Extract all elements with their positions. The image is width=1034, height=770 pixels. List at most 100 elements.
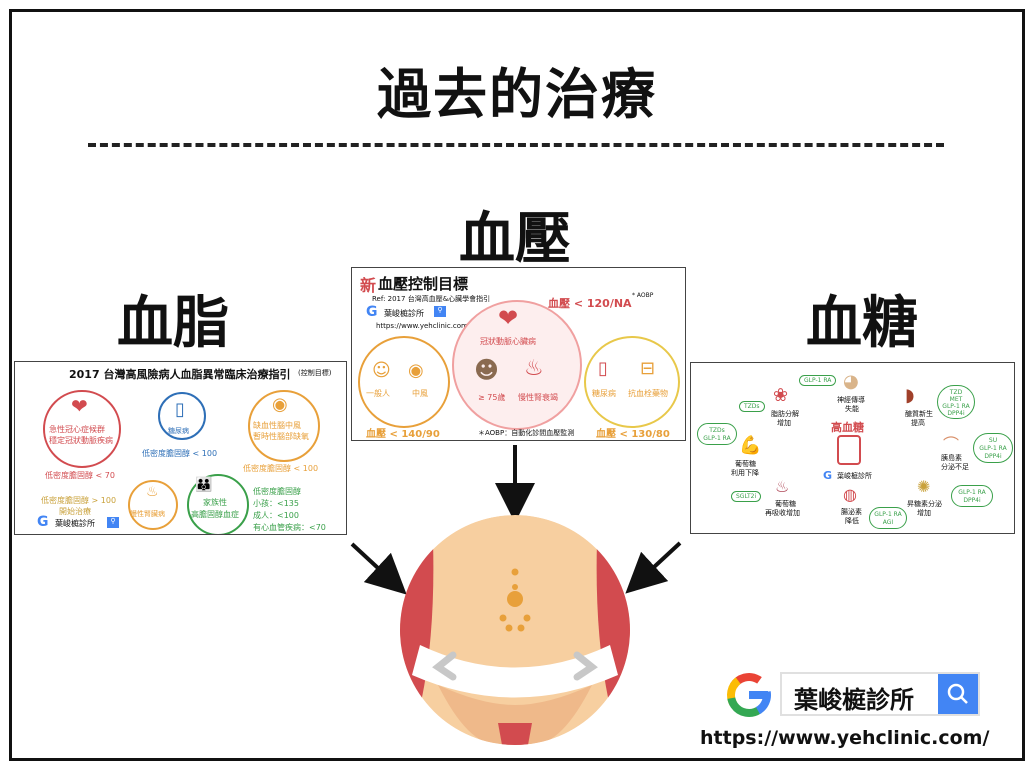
aobp-note: ＊AOBP：自動化診間血壓監測 (478, 429, 575, 437)
general-label: 一般人 (366, 389, 390, 398)
brain-head-icon: ◉ (272, 394, 288, 415)
treatment-start: 開始治療 (59, 507, 91, 516)
muscle-label-1: 葡萄糖 (735, 460, 756, 468)
pill-bottle-icon: ⊟ (640, 358, 656, 379)
liver-label-1: 醣質新生 (905, 410, 933, 418)
dm-label: 糖尿病 (168, 427, 189, 435)
kidney-label-2: 再吸收增加 (765, 509, 800, 517)
drug-tzd-fat: TZDs (739, 401, 765, 412)
anticoag-label: 抗血栓藥物 (628, 389, 668, 398)
elderly-icon: ☻ (474, 356, 500, 384)
google-logo-icon: G (37, 514, 49, 530)
broken-heart-icon: ❤ (71, 394, 88, 418)
gut-label-2: 降低 (845, 517, 859, 525)
stroke-goal: 低密度膽固醇 < 100 (243, 464, 319, 473)
google-logo-icon: G (366, 304, 378, 320)
drug-pancreas-group: SU GLP-1 RA DPP4i (973, 433, 1013, 463)
stroke-label: 中風 (412, 389, 428, 398)
stroke-circle (248, 390, 320, 462)
search-icon: ⚲ (434, 306, 446, 317)
drug-muscle-group: TZDs GLP-1 RA (697, 423, 737, 445)
dm-label: 糖尿病 (592, 389, 616, 398)
arrow-left-down-icon (625, 541, 682, 594)
hyperglycemia-label: 高血糖 (831, 421, 864, 434)
aobp-mark: * AOBP (632, 292, 654, 299)
gut-label-1: 腸泌素 (841, 508, 862, 516)
acs-circle (43, 390, 121, 468)
fh-label-2: 高膽固醇血症 (191, 510, 239, 519)
lipid-header: 2017 台灣高風險病人血脂異常臨床治療指引 (69, 368, 291, 381)
family-icon: 👪 (195, 477, 213, 493)
islet-icon: ✺ (917, 477, 931, 496)
bp-goal-left: 血壓 < 140/90 (366, 429, 440, 440)
drug-liver-2: GLP-1 RA (942, 403, 970, 410)
fat-cells-icon: ❀ (773, 385, 789, 406)
drug-liver-0: TZD (949, 389, 963, 396)
bp-ref: Ref: 2017 台灣高血壓&心臟學會指引 (372, 295, 491, 303)
clinic-search-box[interactable]: 葉峻榳診所 (780, 672, 980, 716)
treatment-threshold: 低密度膽固醇 > 100 (41, 496, 117, 505)
glucometer-icon: ▯ (175, 399, 185, 420)
title-divider (88, 143, 944, 147)
drug-muscle-0: TZDs (709, 427, 725, 434)
brain-label-1: 神經傳導 (837, 396, 865, 404)
search-icon: ⚲ (107, 517, 119, 528)
cad-circle (452, 300, 582, 430)
muscle-label-2: 利用下降 (731, 469, 759, 477)
slide-frame (9, 9, 1025, 761)
google-logo-icon: G (823, 469, 833, 482)
general-circle (358, 336, 450, 428)
section-bp-title: 血壓 (459, 207, 571, 272)
drug-gut-1: AGI (882, 519, 894, 526)
cad-label: 冠狀動脈心臟病 (480, 337, 536, 346)
drug-gut-0: GLP-1 RA (874, 511, 902, 518)
drug-gut-group: GLP-1 RA AGI (869, 507, 907, 529)
sugar-clinic-name: 葉峻榳診所 (837, 472, 872, 480)
liver-icon: ◗ (905, 385, 915, 406)
drug-liver-1: MET (949, 396, 963, 403)
drug-muscle-1: GLP-1 RA (703, 435, 731, 442)
drug-pancreas-0: SU (988, 437, 998, 444)
fh-goal-adult: 成人：<100 (253, 511, 299, 520)
gut-icon: ◍ (843, 485, 857, 504)
ckd-label: 慢性腎臟病 (130, 510, 165, 518)
kidney-icon: ♨ (146, 484, 159, 500)
drug-glucagon-1: DPP4i (963, 497, 981, 504)
bp-title: 血壓控制目標 (378, 275, 469, 293)
muscle-icon: 💪 (739, 435, 762, 456)
sugar-octet-panel: 高血糖 G 葉峻榳診所 GLP-1 RA ◕ 神經傳導 失能 TZDs ❀ 脂肪… (690, 362, 1015, 534)
fat-label-2: 增加 (777, 419, 791, 427)
search-button[interactable] (938, 674, 978, 714)
dm-goal: 低密度膽固醇 < 100 (142, 449, 218, 458)
drug-glucagon-group: GLP-1 RA DPP4i (951, 485, 993, 507)
pancreas-label-2: 分泌不足 (941, 463, 969, 471)
section-sugar-title: 血糖 (806, 291, 918, 356)
people-icon: ☺ (372, 360, 391, 381)
google-logo-icon (727, 673, 771, 717)
bp-goal-panel: 新 血壓控制目標 Ref: 2017 台灣高血壓&心臟學會指引 G 葉峻榳診所 … (351, 267, 686, 441)
kidney-icon: ♨ (775, 477, 790, 496)
pancreas-label-1: 胰島素 (941, 454, 962, 462)
fat-label-1: 脂肪分解 (771, 410, 799, 418)
fh-goal-child: 小孩：<135 (253, 499, 299, 508)
clinic-url[interactable]: https://www.yehclinic.com/ (700, 727, 990, 749)
kidney-icon: ♨ (524, 356, 544, 381)
liver-label-2: 提高 (911, 419, 925, 427)
age-label: ≥ 75歲 (478, 393, 506, 402)
pancreas-icon: ⌒ (943, 435, 960, 454)
ckd-circle (128, 480, 178, 530)
glucometer-icon: ▯ (598, 358, 608, 379)
bp-goal-top: 血壓 < 120/NA (548, 297, 632, 310)
search-icon (947, 683, 968, 704)
heart-icon: ❤ (498, 304, 519, 332)
arrow-right-down-icon (350, 542, 407, 595)
drug-glucagon-0: GLP-1 RA (958, 489, 986, 496)
fh-circle (187, 474, 249, 534)
section-lipid-title: 血脂 (117, 291, 229, 356)
stroke-label-2: 暫時性腦部缺氧 (253, 432, 309, 441)
brain-label-2: 失能 (845, 405, 859, 413)
glucometer-icon (837, 435, 861, 465)
cad-label: 穩定冠狀動脈疾病 (49, 436, 113, 445)
bp-clinic-name: 葉峻榳診所 (384, 309, 424, 318)
